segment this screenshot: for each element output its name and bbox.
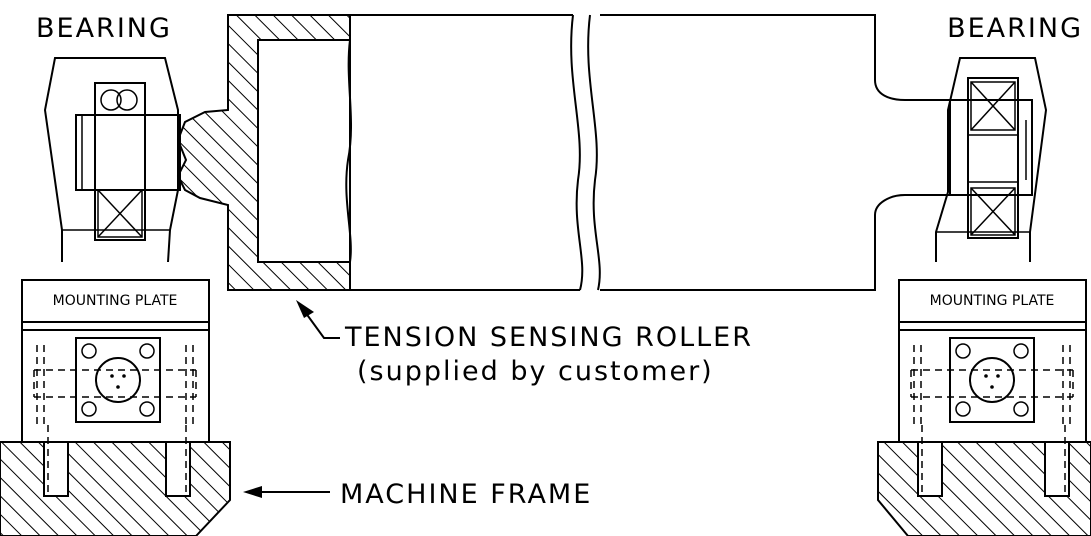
right-bearing-cartridge [967, 77, 1019, 239]
right-connector-flange [949, 337, 1035, 423]
left-load-cell-block [21, 329, 210, 443]
left-bearing-housing [43, 57, 179, 263]
left-bearing-assembly: MOUNTING PLATE [0, 57, 231, 536]
roller-label-line1: TENSION SENSING ROLLER [344, 322, 753, 353]
tension-sensing-roller [176, 14, 950, 291]
left-mounting-plate-label: MOUNTING PLATE [53, 293, 178, 309]
right-bearing-label: BEARING [947, 13, 1083, 44]
right-connector-icon [969, 357, 1015, 403]
frame-leader [243, 486, 330, 498]
roller-label-line2: (supplied by customer) [357, 356, 714, 387]
left-connector-icon [95, 357, 141, 403]
machine-frame-label: MACHINE FRAME [340, 479, 592, 510]
right-mounting-plate-label: MOUNTING PLATE [930, 293, 1055, 309]
left-shaft [75, 114, 181, 191]
left-bearing-ball-icon [100, 89, 122, 111]
left-bearing-cartridge [94, 82, 146, 241]
right-bearing-assembly: MOUNTING PLATE [877, 57, 1091, 536]
left-connector-flange [75, 337, 161, 423]
left-machine-frame [0, 441, 231, 536]
roller-leader [296, 300, 340, 339]
left-bearing-ball-icon [116, 89, 138, 111]
right-bearing-housing [935, 57, 1048, 262]
roller-break-mark [570, 14, 584, 291]
right-shaft [949, 99, 1033, 196]
left-bearing-label: BEARING [36, 13, 172, 44]
